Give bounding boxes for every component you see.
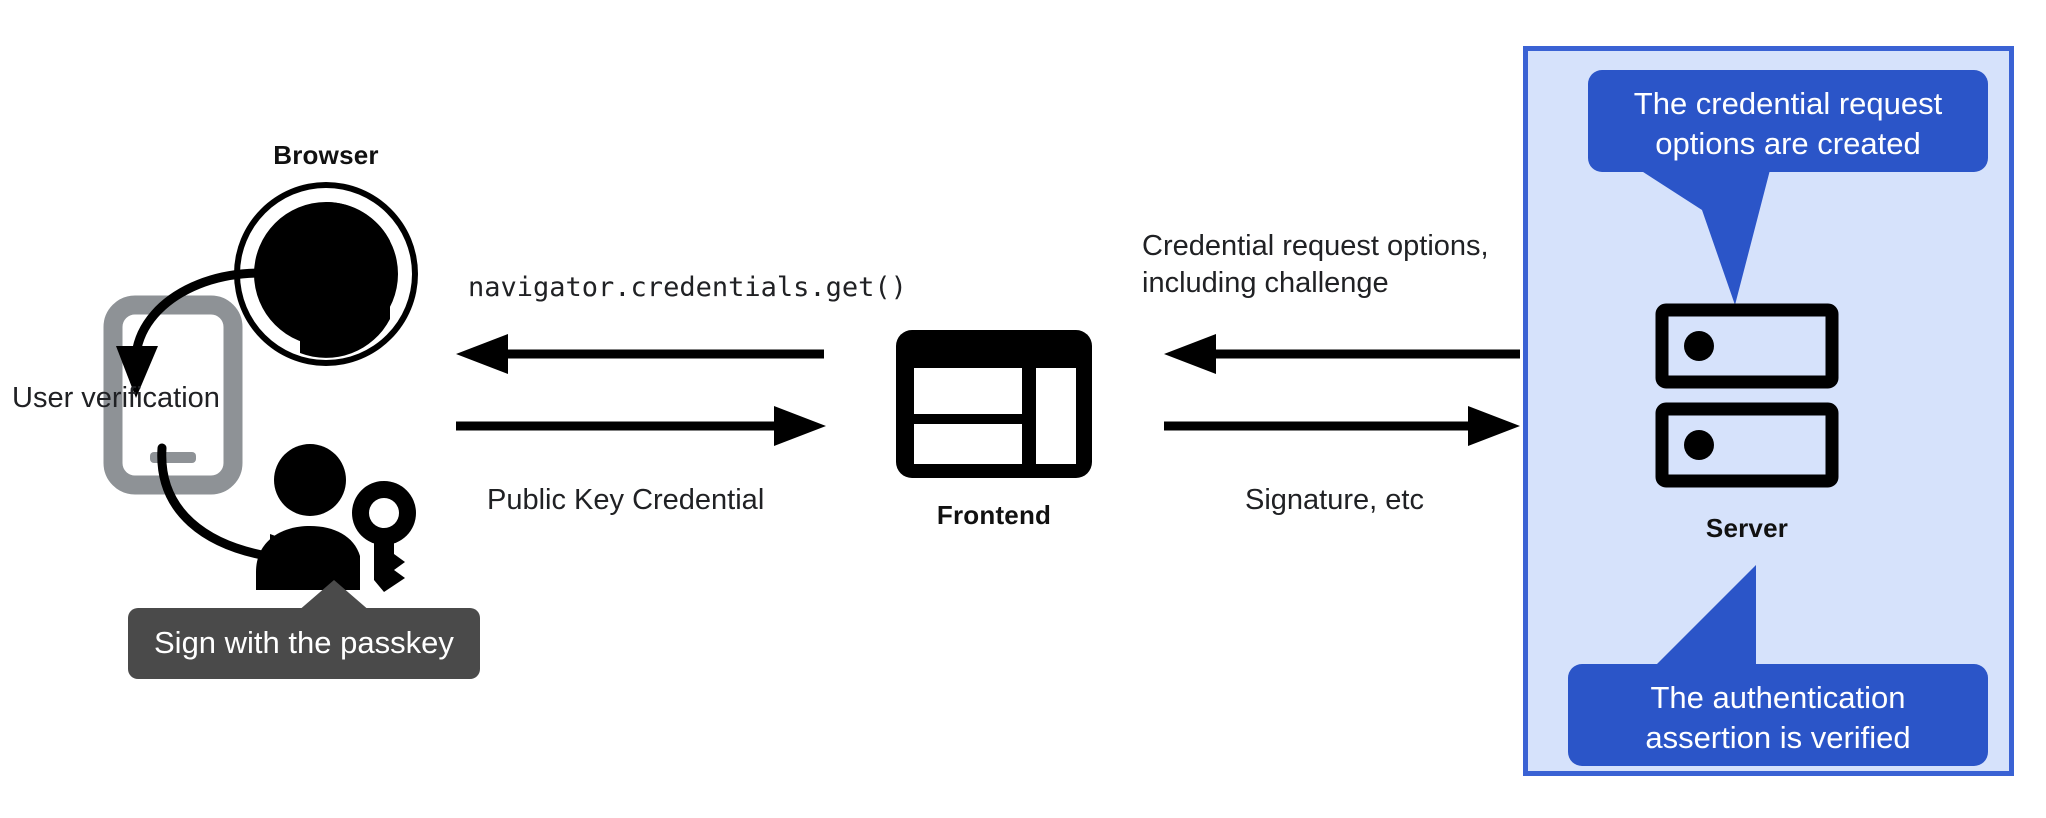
signature-etc-label: Signature, etc [1245,484,1424,516]
globe-icon [234,182,418,366]
server-label: Server [1705,513,1789,543]
arrow-browser-to-frontend [456,406,826,446]
person-with-key-icon [256,444,416,592]
sign-with-passkey-tooltip: Sign with the passkey [128,608,480,680]
public-key-credential-label: Public Key Credential [487,484,765,516]
callout-authentication-assertion: The authentication assertion is verified [1568,664,1988,766]
arrow-browser-to-phone [116,268,301,398]
credential-request-options-label: Credential request options, includ​ing c… [1142,230,1489,300]
user-verification-label: User verification [12,382,220,414]
callout-top-tail [1640,170,1770,305]
navigator-credentials-get-label: navigator.credentials.get() [468,272,907,303]
arrow-frontend-to-browser [456,334,824,374]
arrow-frontend-to-server [1164,406,1520,446]
browser-label: Browser [273,140,379,170]
server-rack-icon [1655,303,1839,488]
callout-credential-request-options: The credential request options are creat… [1588,70,1988,172]
arrow-server-to-frontend [1164,334,1520,374]
frontend-label: Frontend [936,500,1052,530]
web-page-icon [896,330,1092,478]
